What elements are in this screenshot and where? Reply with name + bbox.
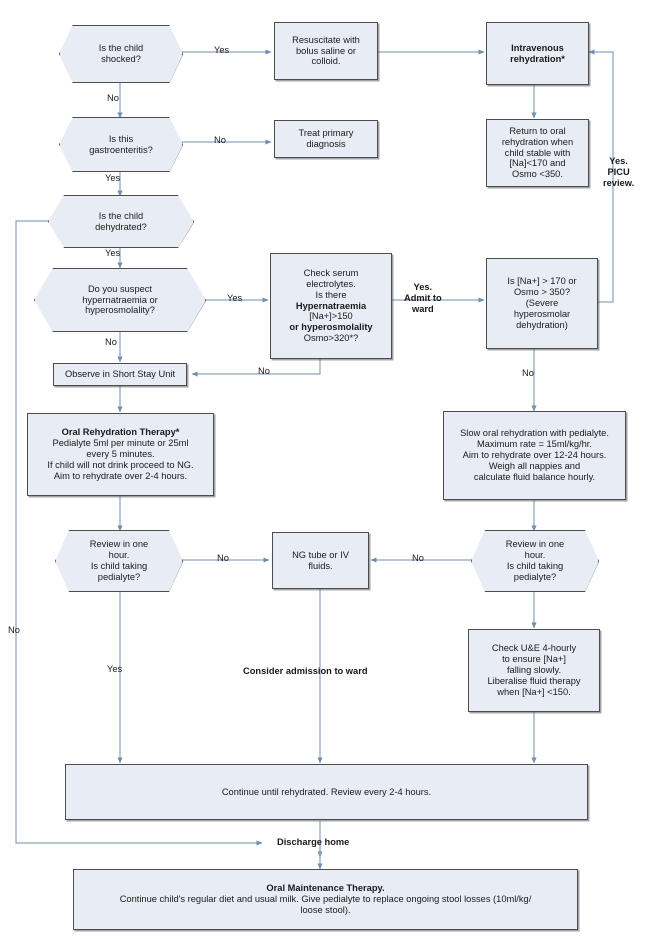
process-check-serum-electrolytes-lines: Check serum electrolytes. Is there Hyper… (289, 268, 372, 345)
process-oral-maintenance-therapy[interactable]: Oral Maintenance Therapy. Continue child… (73, 869, 578, 930)
process-check-serum-electrolytes[interactable]: Check serum electrolytes. Is there Hyper… (270, 253, 392, 359)
edge-label-consider-admission: Consider admission to ward (243, 666, 368, 676)
line: Is there (315, 289, 347, 300)
edge-label-gastro-no: No (214, 135, 226, 145)
process-severe-hyperosmolar-label: Is [Na+] > 170 or Osmo > 350? (Severe hy… (507, 276, 577, 330)
decision-is-gastroenteritis[interactable]: Is this gastroenteritis? (59, 117, 183, 172)
line: Continue child's regular diet and usual … (119, 894, 532, 905)
process-continue-until-rehydrated[interactable]: Continue until rehydrated. Review every … (65, 764, 588, 820)
process-oral-rehydration-therapy-lines: Oral Rehydration Therapy* Pedialyte 5ml … (47, 427, 193, 482)
line: Oral Rehydration Therapy* (61, 427, 180, 438)
edge-label-admit-to-ward: Yes. Admit to ward (404, 282, 442, 315)
process-continue-until-rehydrated-label: Continue until rehydrated. Review every … (221, 786, 432, 797)
process-oral-rehydration-therapy[interactable]: Oral Rehydration Therapy* Pedialyte 5ml … (27, 413, 214, 496)
process-check-ue-4-hourly[interactable]: Check U&E 4-hourly to ensure [Na+] falli… (468, 629, 600, 712)
edge-label-discharge-home: Discharge home (277, 837, 350, 847)
edge-label-review-left-yes: Yes (107, 664, 123, 674)
edge-label-suspect-yes: Yes (227, 293, 243, 303)
process-observe-short-stay-unit-label: Observe in Short Stay Unit (64, 369, 176, 380)
line: electrolytes. (306, 278, 356, 289)
line: [Na+]>150 (309, 311, 353, 322)
process-oral-maintenance-therapy-lines: Oral Maintenance Therapy. Continue child… (74, 883, 577, 916)
decision-is-child-dehydrated[interactable]: Is the child dehydrated? (48, 195, 194, 248)
line: Aim to rehydrate over 2-4 hours. (53, 470, 188, 481)
line: Osmo>320*? (303, 333, 359, 344)
line: Check serum (303, 267, 359, 278)
edge-label-dehydrated-yes: Yes (105, 248, 121, 258)
process-treat-primary-diagnosis-label: Treat primary diagnosis (298, 128, 354, 149)
decision-is-child-shocked-label: Is the child shocked? (59, 25, 183, 83)
edge-label-shocked-yes: Yes (214, 45, 230, 55)
line: Oral Maintenance Therapy. (266, 883, 385, 894)
process-return-to-oral-rehydration-label: Return to oral rehydration when child st… (501, 125, 574, 180)
process-intravenous-rehydration-label: Intravenous rehydration* (510, 42, 565, 64)
process-resuscitate[interactable]: Resuscitate with bolus saline or colloid… (274, 22, 378, 80)
process-ng-tube-or-iv-fluids-label: NG tube or IV fluids. (292, 549, 349, 571)
edge-label-dehydrated-no: No (8, 625, 20, 635)
edge-label-review-right-no: No (412, 553, 424, 563)
decision-is-gastroenteritis-label: Is this gastroenteritis? (59, 117, 183, 172)
edge-label-serum-no: No (258, 366, 270, 376)
line: loose stool). (300, 904, 351, 915)
line: If child will not drink proceed to NG. (47, 459, 194, 470)
process-check-ue-4-hourly-label: Check U&E 4-hourly to ensure [Na+] falli… (487, 643, 581, 697)
process-observe-short-stay-unit[interactable]: Observe in Short Stay Unit (53, 363, 187, 386)
decision-is-child-shocked[interactable]: Is the child shocked? (59, 25, 183, 83)
edge-label-shocked-no: No (107, 93, 119, 103)
decision-do-you-suspect-label: Do you suspect hypernatraemia or hyperos… (34, 268, 206, 332)
process-slow-oral-rehydration[interactable]: Slow oral rehydration with pedialyte. Ma… (443, 411, 626, 500)
decision-review-left[interactable]: Review in one hour. Is child taking pedi… (55, 530, 183, 592)
decision-is-child-dehydrated-label: Is the child dehydrated? (48, 195, 194, 248)
process-treat-primary-diagnosis[interactable]: Treat primary diagnosis (274, 120, 378, 158)
edge-label-gastro-yes: Yes (105, 173, 121, 183)
decision-review-right[interactable]: Review in one hour. Is child taking pedi… (471, 530, 599, 592)
process-slow-oral-rehydration-label: Slow oral rehydration with pedialyte. Ma… (460, 428, 609, 482)
edge-label-severe-no: No (522, 368, 534, 378)
process-return-to-oral-rehydration[interactable]: Return to oral rehydration when child st… (486, 119, 589, 187)
edge-label-review-left-no: No (217, 553, 229, 563)
line: every 5 minutes. (86, 449, 155, 460)
line: or hyperosmolality (289, 322, 373, 333)
process-intravenous-rehydration[interactable]: Intravenous rehydration* (486, 22, 589, 85)
process-ng-tube-or-iv-fluids[interactable]: NG tube or IV fluids. (272, 532, 369, 589)
decision-review-right-label: Review in one hour. Is child taking pedi… (471, 530, 599, 592)
edge-label-suspect-no: No (105, 337, 117, 347)
process-resuscitate-label: Resuscitate with bolus saline or colloid… (292, 34, 360, 67)
edge-label-picu-review: Yes. PICU review. (603, 156, 635, 189)
process-severe-hyperosmolar-dehydration[interactable]: Is [Na+] > 170 or Osmo > 350? (Severe hy… (486, 258, 598, 349)
line: Pedialyte 5ml per minute or 25ml (52, 438, 189, 449)
decision-do-you-suspect-hypernatraemia[interactable]: Do you suspect hypernatraemia or hyperos… (34, 268, 206, 332)
decision-review-left-label: Review in one hour. Is child taking pedi… (55, 530, 183, 592)
line: Hypernatraemia (295, 300, 367, 311)
